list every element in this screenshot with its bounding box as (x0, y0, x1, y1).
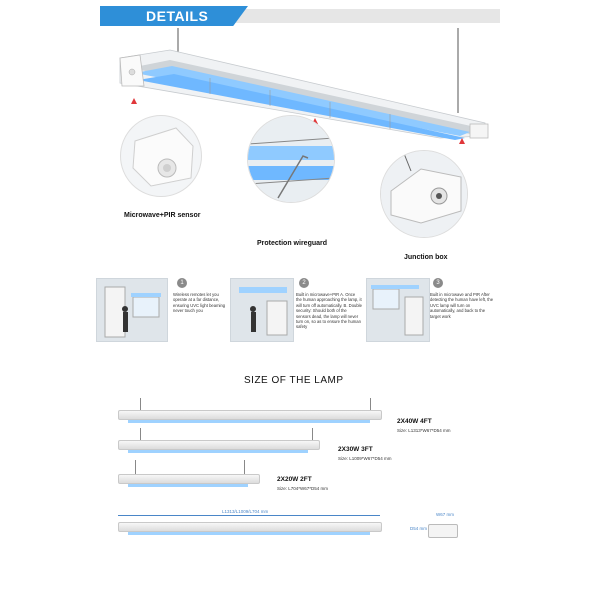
junction-arrow-icon (459, 138, 465, 144)
room-scene-icon (371, 285, 424, 336)
wireguard-arrow-icon (312, 118, 318, 124)
suspension-wire (370, 398, 371, 410)
length-dimension-label: L1313/L1009/L704 mm (220, 509, 271, 514)
sensor-arrow-icon (131, 98, 137, 104)
suspension-wire (135, 460, 136, 474)
banner-bar (228, 9, 500, 23)
suspension-wire (140, 428, 141, 440)
lamp-4ft-size: Size: L1313*W67*D54 mm (397, 428, 451, 433)
step-3-image (366, 278, 430, 342)
sensor-detail-image (120, 115, 202, 197)
step-3-number: 3 (433, 278, 443, 288)
banner-title: DETAILS (146, 8, 209, 24)
step-2-number: 2 (299, 278, 309, 288)
lamp-dimension-illustration (118, 522, 382, 532)
suspension-wire (312, 428, 313, 440)
lamp-2ft-tube (128, 484, 248, 487)
lamp-2ft-size: Size: L704*W67*D54 mm (277, 486, 329, 491)
lamp-4ft-model: 2X40W 4FT (397, 418, 432, 425)
lamp-3ft-illustration (118, 440, 320, 450)
wireguard-detail-image (247, 115, 335, 203)
junction-box-caption: Junction box (404, 254, 448, 261)
step-1-text: Wireless remotes let you operate at a fa… (173, 292, 226, 314)
lamp-4ft-tube (128, 420, 370, 423)
lamp-3ft-tube (128, 450, 308, 453)
details-banner: DETAILS (100, 6, 500, 26)
sensor-icon (132, 127, 194, 187)
room-scene-icon (104, 286, 161, 338)
step-3-text: Built in microwave and PIR After detecti… (430, 292, 494, 319)
lamp-cross-section (428, 524, 458, 538)
suspension-wire (244, 460, 245, 474)
length-dimension-line (118, 515, 380, 516)
lamp-illustration (119, 28, 489, 140)
lamp-dimension-tube (128, 532, 370, 535)
lamp-2ft-illustration (118, 474, 260, 484)
lamp-2ft-model: 2X20W 2FT (277, 476, 312, 483)
lamp-4ft-illustration (118, 410, 382, 420)
suspension-wire (140, 398, 141, 410)
step-1-image (96, 278, 168, 342)
banner-tab (100, 6, 248, 26)
wireguard-icon (248, 116, 334, 202)
wireguard-caption: Protection wireguard (257, 240, 328, 247)
lamp-3ft-size: Size: L1009*W67*D54 mm (338, 456, 392, 461)
step-2-text: Built in microwave+PIR A. Once the human… (296, 292, 362, 330)
sensor-caption: Microwave+PIR sensor (124, 212, 201, 219)
junction-box-icon (381, 151, 467, 237)
step-2-image (230, 278, 294, 342)
width-dimension-label: W67 mm (436, 512, 454, 517)
step-1-number: 1 (177, 278, 187, 288)
depth-dimension-label: D54 mm (410, 526, 428, 531)
lamp-3ft-model: 2X30W 3FT (338, 446, 373, 453)
junction-box-detail-image (380, 150, 468, 238)
size-section-title: SIZE OF THE LAMP (244, 375, 344, 386)
room-scene-icon (239, 287, 288, 336)
